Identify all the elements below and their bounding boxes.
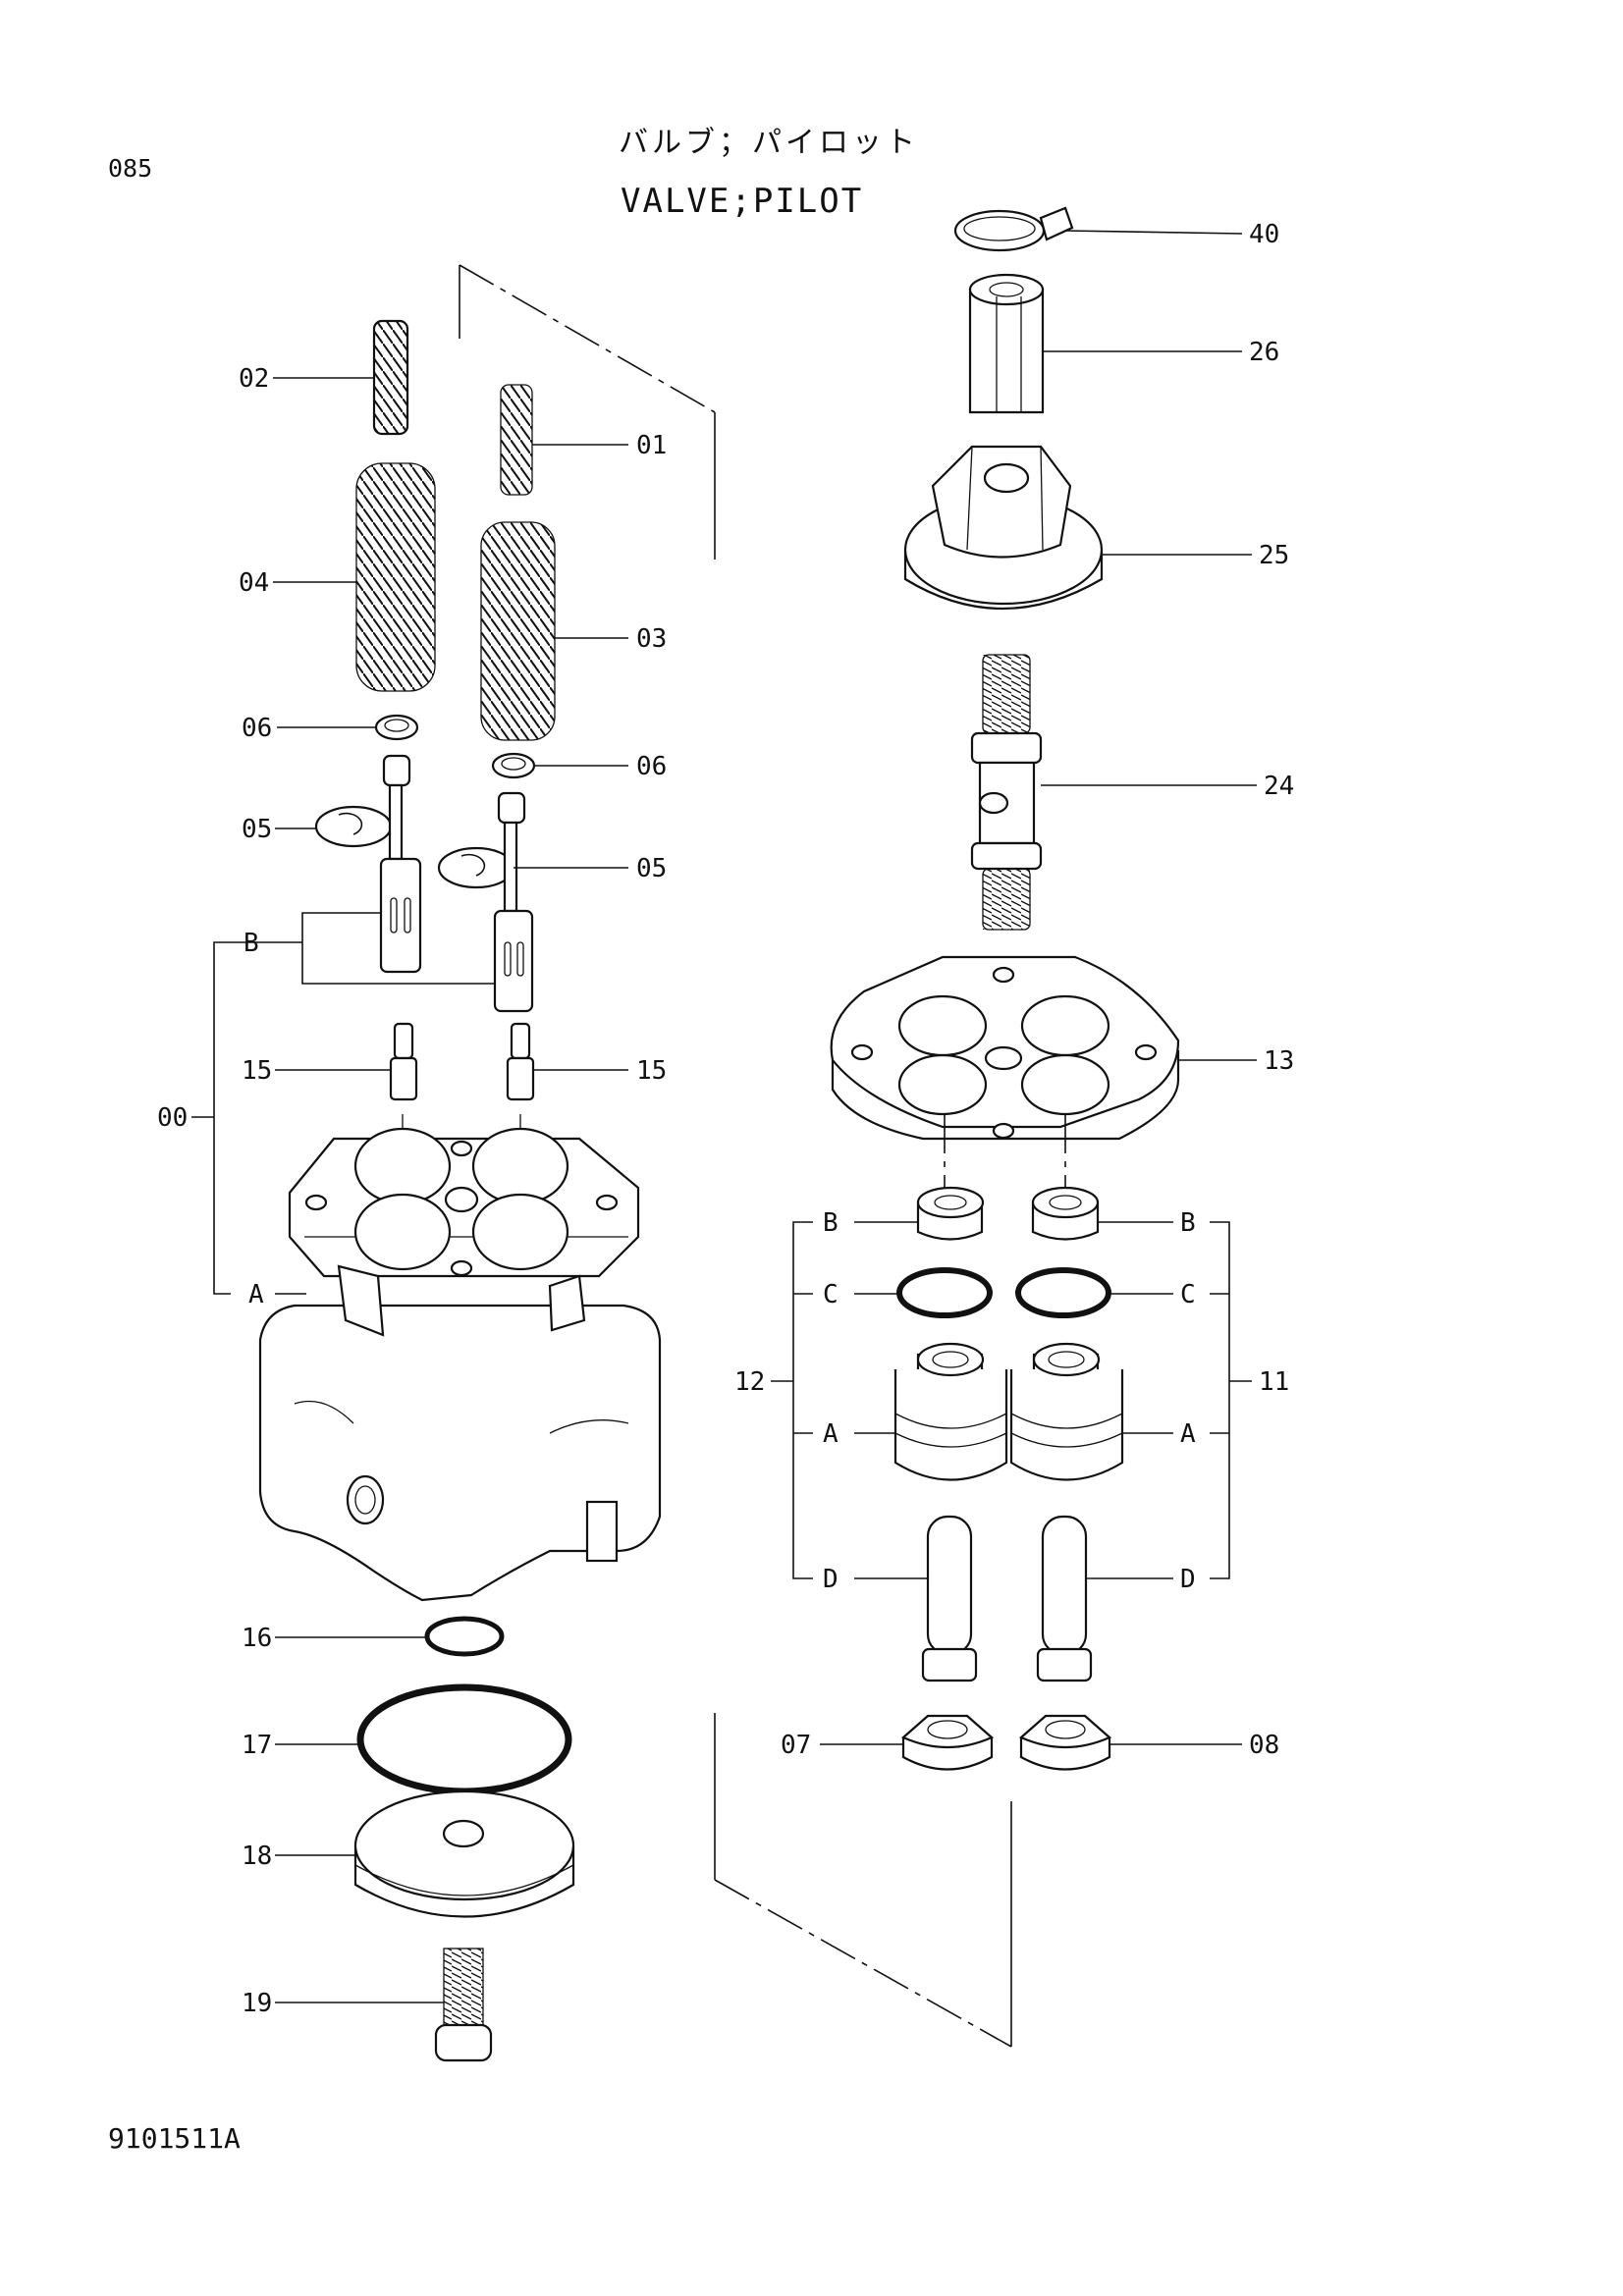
spring-04 [355, 462, 436, 692]
page-number: 085 [108, 154, 152, 183]
bolt-19 [434, 1948, 493, 2062]
group-label-d-12: D [823, 1565, 839, 1594]
callout-18: 18 [242, 1842, 272, 1871]
joint-24 [970, 654, 1043, 931]
piston-d-left [921, 1515, 978, 1682]
callout-19: 19 [242, 1989, 272, 2018]
o-ring-16 [424, 1616, 505, 1657]
callout-08: 08 [1249, 1731, 1279, 1760]
callout-26: 26 [1249, 338, 1279, 367]
washer-06-left [374, 714, 419, 741]
seal-b-right [1031, 1186, 1100, 1241]
callout-05-right: 05 [636, 854, 667, 883]
assembly-outline-lower [714, 1713, 1012, 2048]
bushing-a-right [1009, 1342, 1124, 1481]
callout-06-left: 06 [242, 714, 272, 743]
clamp-40 [953, 206, 1074, 252]
callout-04: 04 [239, 568, 269, 598]
callout-07: 07 [781, 1731, 811, 1760]
callout-12: 12 [734, 1367, 765, 1397]
clip-05-left [314, 805, 393, 848]
nut-07 [900, 1714, 995, 1771]
group-label-b-left: B [243, 929, 259, 958]
callout-00: 00 [157, 1103, 188, 1133]
callout-40: 40 [1249, 220, 1279, 249]
callout-13: 13 [1264, 1046, 1294, 1076]
seal-b-left [916, 1186, 985, 1241]
bushing-a-left [893, 1342, 1008, 1481]
callout-25: 25 [1259, 541, 1289, 570]
o-ring-c-right [1015, 1267, 1111, 1318]
nut-08 [1018, 1714, 1112, 1771]
pin-15-right [506, 1022, 535, 1101]
group-label-c-11: C [1180, 1280, 1196, 1309]
callout-02: 02 [239, 364, 269, 394]
callout-01: 01 [636, 431, 667, 460]
group-label-c-12: C [823, 1280, 839, 1309]
valve-body [258, 1127, 662, 1602]
figure-number: 9101511A [108, 2122, 241, 2155]
coupling-26 [968, 273, 1045, 414]
group-label-a-11: A [1180, 1419, 1196, 1449]
o-ring-c-left [896, 1267, 993, 1318]
pusher-left [379, 754, 422, 974]
leader-lines [191, 230, 1257, 2003]
piston-d-right [1036, 1515, 1093, 1682]
spring-03 [480, 521, 556, 741]
nut-25 [903, 445, 1104, 610]
callout-11: 11 [1259, 1367, 1289, 1397]
group-label-b-11: B [1180, 1208, 1196, 1238]
washer-06-right [491, 752, 536, 779]
callout-15-right: 15 [636, 1056, 667, 1086]
spring-01 [500, 384, 533, 496]
title-japanese: バルブ；パイロット [619, 126, 919, 160]
title-english: VALVE;PILOT [621, 182, 863, 221]
callout-03: 03 [636, 624, 667, 654]
pusher-right [493, 791, 534, 1013]
group-label-b-12: B [823, 1208, 839, 1238]
callout-05-left: 05 [242, 815, 272, 844]
spring-02 [372, 319, 409, 436]
pin-15-left [389, 1022, 418, 1101]
clip-05-right [437, 846, 515, 889]
plug-18 [353, 1789, 575, 1918]
callout-06-right: 06 [636, 752, 667, 781]
callout-16: 16 [242, 1624, 272, 1653]
callout-labels: 40 26 25 24 13 02 01 04 03 06 06 05 05 1… [157, 220, 1294, 2018]
assembly-outline-upper [459, 264, 716, 560]
callout-15-left: 15 [242, 1056, 272, 1086]
callout-17: 17 [242, 1731, 272, 1760]
group-label-d-11: D [1180, 1565, 1196, 1594]
plate-13 [830, 955, 1180, 1188]
group-label-a-left: A [248, 1280, 264, 1309]
group-label-a-12: A [823, 1419, 839, 1449]
o-ring-17 [356, 1683, 572, 1795]
callout-24: 24 [1264, 772, 1294, 801]
